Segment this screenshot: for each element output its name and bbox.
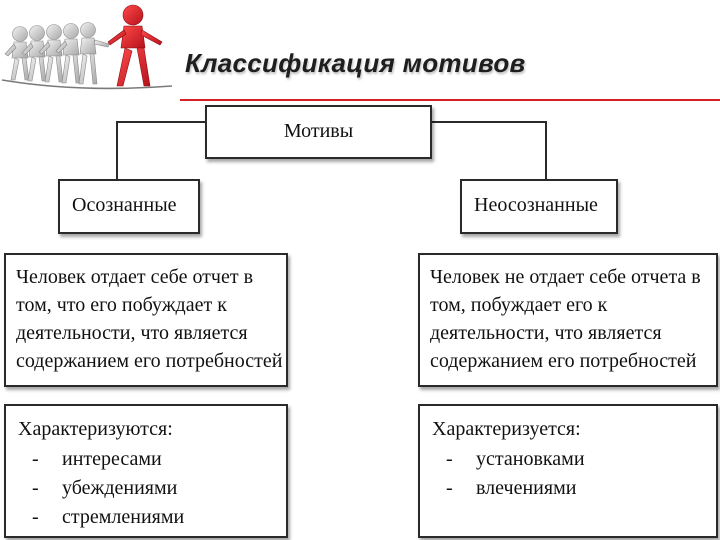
conscious-description-line: Человек отдает себе отчет в (16, 266, 254, 288)
unconscious-characteristics-list: - установками - влечениями (446, 445, 585, 503)
conscious-node-label: Осознанные (72, 194, 177, 216)
conscious-characteristics-box: Характеризуются: - интересами - убеждениям… (4, 404, 288, 538)
list-item: - влечениями (446, 474, 585, 503)
list-marker: - (446, 477, 453, 499)
gray-figure-4 (55, 23, 81, 84)
tightrope-figures-illustration (0, 0, 175, 100)
unconscious-node-box: Неосознанные (460, 179, 618, 234)
connector-to-conscious (116, 121, 205, 180)
unconscious-description-line: том, побуждает его к (430, 294, 608, 316)
unconscious-characteristics-box: Характеризуется: - установками - влечениям… (418, 404, 718, 538)
conscious-description-line: деятельности, что является (16, 322, 248, 344)
list-marker: - (446, 448, 453, 470)
conscious-description-box: Человек отдает себе отчет в том, что его… (4, 253, 288, 387)
root-node-label: Мотивы (283, 120, 354, 142)
list-item: - установками (446, 445, 585, 474)
conscious-description-line: том, что его побуждает к (16, 294, 227, 316)
root-node-box: Мотивы (205, 105, 432, 159)
list-item: - убеждениями (32, 474, 184, 503)
unconscious-node-label: Неосознанные (474, 194, 598, 216)
unconscious-description: Человек не отдает себе отчета в том, поб… (430, 263, 701, 375)
list-marker: - (32, 448, 39, 470)
title-divider (180, 99, 720, 101)
red-leader-figure (107, 4, 163, 87)
unconscious-description-line: деятельности, что является (430, 322, 662, 344)
conscious-description-line: содержанием его потребностей (16, 350, 283, 372)
conscious-description: Человек отдает себе отчет в том, что его… (16, 263, 282, 375)
unconscious-characteristics-header: Характеризуется: (432, 418, 581, 440)
tightrope-line (1, 79, 173, 90)
list-item: - интересами (32, 445, 184, 474)
list-marker: - (32, 477, 39, 499)
conscious-characteristics-header: Характеризуются: (18, 418, 173, 440)
list-item-text: влечениями (476, 477, 577, 499)
unconscious-description-line: содержанием его потребностей (430, 350, 697, 372)
conscious-node-box: Осознанные (58, 179, 200, 234)
connector-to-unconscious (432, 121, 547, 180)
unconscious-description-line: Человек не отдает себе отчета в (430, 266, 701, 288)
list-item-text: установками (476, 448, 585, 470)
page-title: Классификация мотивов (185, 48, 526, 78)
list-item-text: стремлениями (62, 506, 185, 528)
list-item-text: интересами (62, 448, 162, 470)
conscious-characteristics-list: - интересами - убеждениями - стремлениями (32, 445, 184, 532)
gray-figure-5 (78, 22, 110, 85)
list-item: - стремлениями (32, 503, 184, 532)
list-marker: - (32, 506, 39, 528)
unconscious-description-box: Человек не отдает себе отчета в том, поб… (418, 253, 718, 387)
gray-figure-3 (38, 24, 64, 83)
list-item-text: убеждениями (62, 477, 178, 499)
